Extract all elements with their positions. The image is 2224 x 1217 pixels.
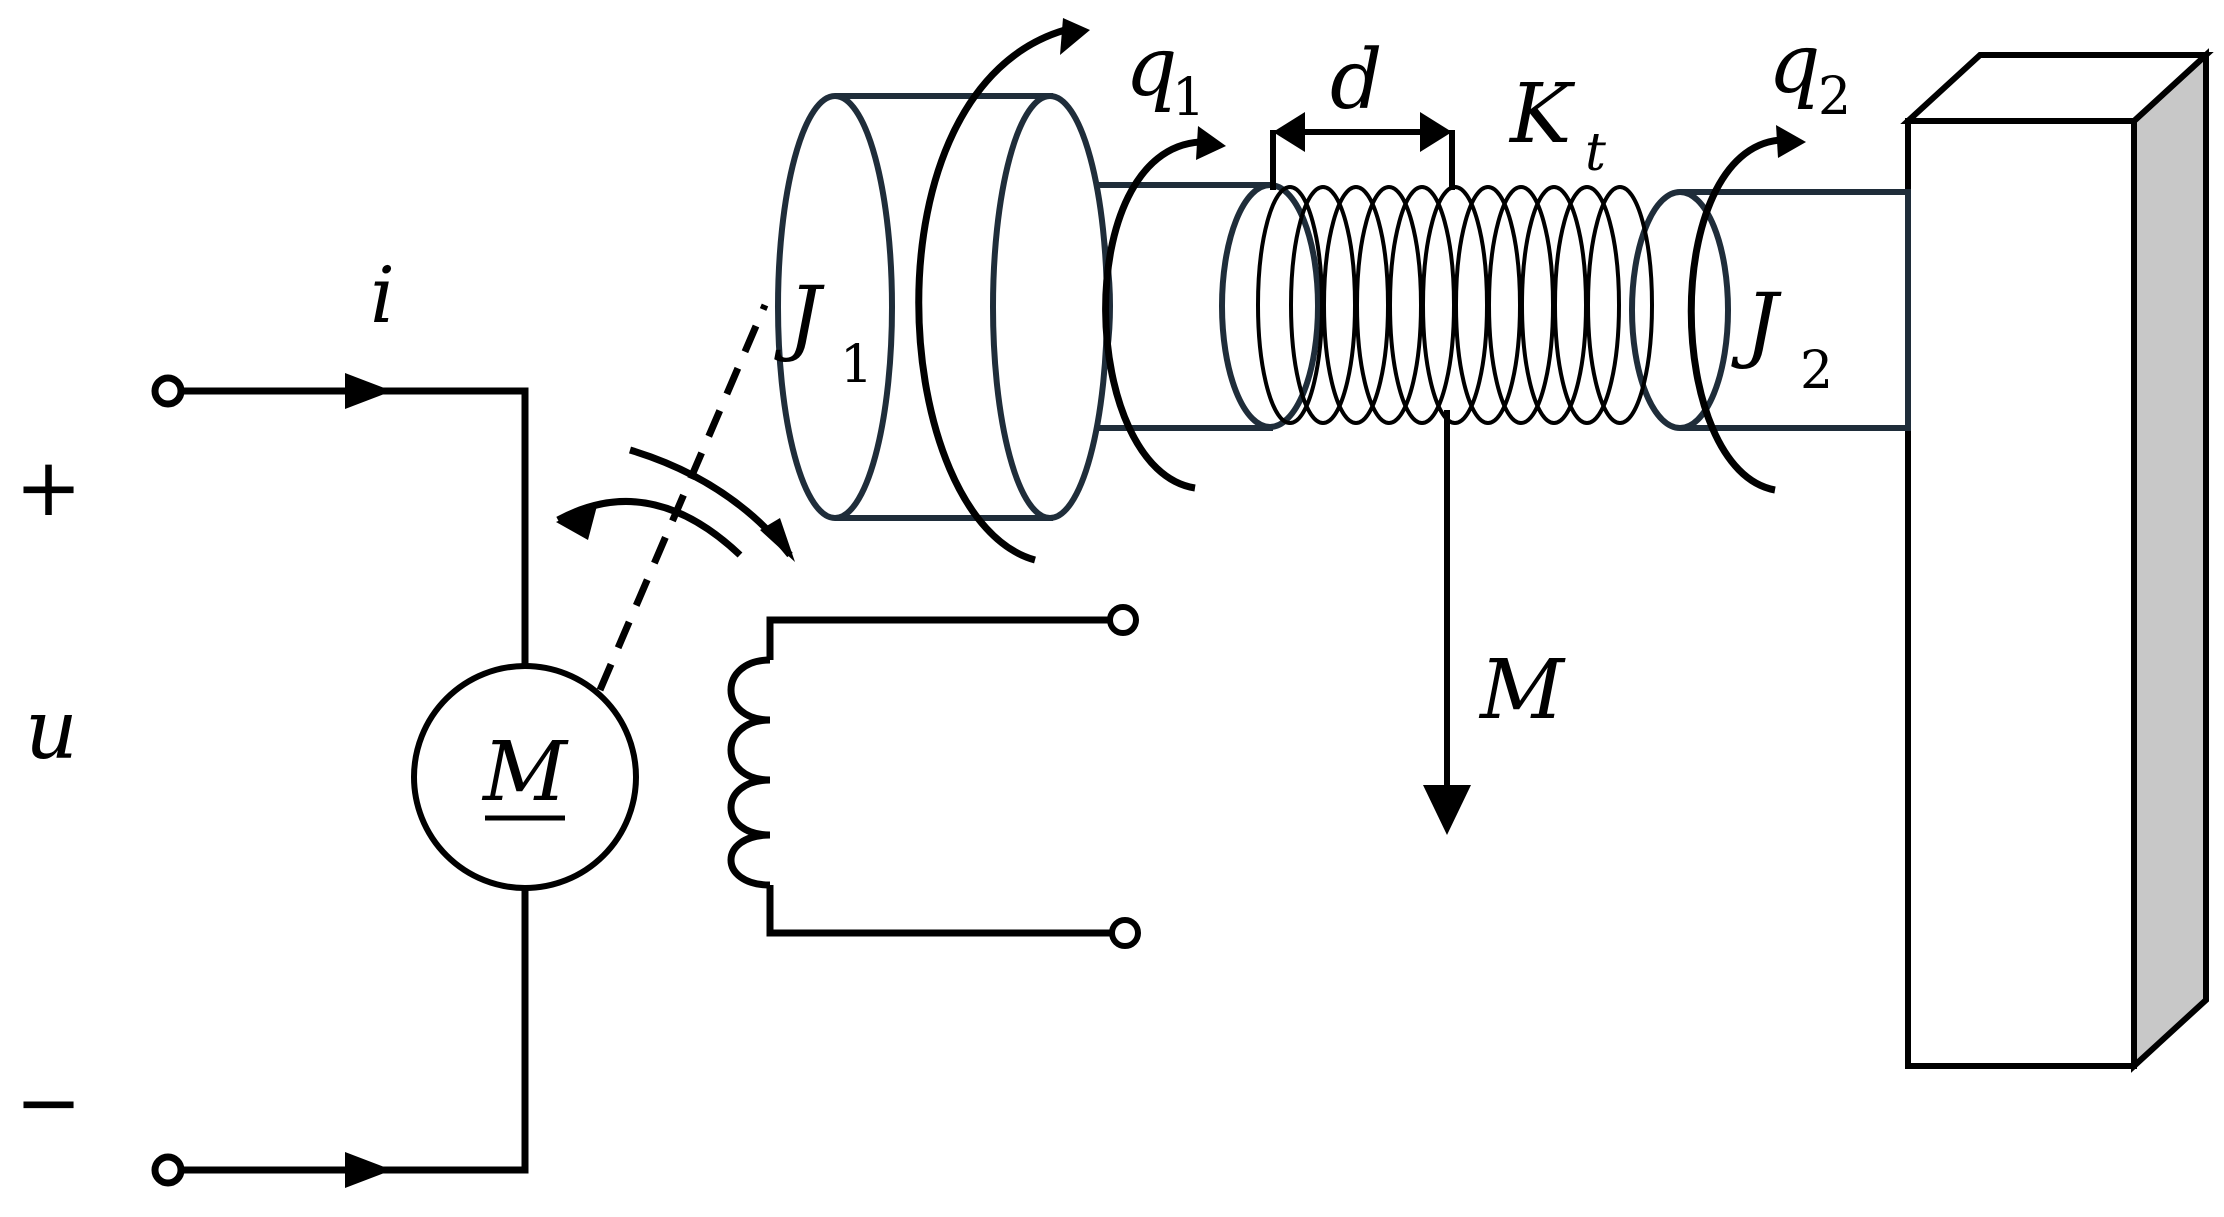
- inertia-disk-j1: [775, 93, 1110, 521]
- q1-label: q 1: [1125, 20, 1205, 128]
- q2-rotation-arrow: [1687, 136, 1781, 494]
- q2-rotation-arrow-head: [1776, 125, 1806, 158]
- bottom-terminal[interactable]: [151, 1153, 185, 1187]
- j2-sub: 2: [1800, 341, 1833, 401]
- q2-sub: 2: [1818, 67, 1851, 127]
- rotation-arrow-outer: [556, 498, 743, 558]
- q1-rotation-arrow: [1102, 138, 1201, 492]
- current-arrow-top: [345, 373, 392, 409]
- kt-base: K: [1508, 67, 1576, 162]
- minus-label: −: [15, 1056, 82, 1149]
- spring-coil: [1553, 185, 1621, 425]
- load-label: M: [1478, 643, 1566, 738]
- field-coil: [727, 616, 1112, 937]
- q1-sub: 1: [1172, 68, 1205, 128]
- coil-bottom-terminal[interactable]: [1109, 917, 1141, 949]
- wall-front-face: [1905, 118, 2137, 1069]
- motor-label: M: [481, 725, 569, 820]
- current-label: i: [370, 251, 395, 341]
- d-arrow-left: [1273, 112, 1305, 152]
- top-wire: [181, 387, 529, 665]
- torsion-spring: [1256, 185, 1654, 425]
- coupling-dashed-line: [596, 303, 769, 692]
- rotation-arrow-outer-head: [556, 502, 598, 540]
- plus-label: +: [15, 441, 82, 534]
- q2-label: q 2: [1768, 17, 1851, 127]
- circuit: [151, 374, 529, 1187]
- kt-sub: t: [1585, 123, 1606, 183]
- load-arrow-head: [1423, 785, 1471, 835]
- j1-sub: 1: [840, 335, 873, 395]
- kt-label: K t: [1508, 67, 1606, 183]
- d-dimension: [1270, 129, 1455, 190]
- coil-top-wire: [766, 616, 1110, 660]
- spring-coil: [1586, 185, 1654, 425]
- bottom-wire: [181, 890, 529, 1174]
- top-terminal[interactable]: [151, 374, 185, 408]
- coil-loops: [727, 656, 771, 889]
- wall-side-face: [2131, 48, 2209, 1073]
- q1-base: q: [1125, 20, 1178, 115]
- wall: [1900, 48, 2214, 1073]
- disk-rotation-arrow-head: [1060, 18, 1090, 55]
- shaft-right: [1629, 189, 1911, 431]
- d-label: d: [1330, 33, 1383, 128]
- voltage-label: u: [25, 683, 78, 778]
- motor-circle[interactable]: [411, 663, 639, 891]
- rotation-arrow-inner-head: [760, 518, 795, 562]
- q2-base: q: [1768, 17, 1821, 112]
- coil-top-terminal[interactable]: [1107, 604, 1139, 636]
- disk-rotation-arrow: [915, 26, 1066, 564]
- q1-rotation-arrow-head: [1196, 126, 1226, 160]
- current-arrow-bottom: [345, 1152, 392, 1188]
- d-arrow-right: [1420, 112, 1452, 152]
- coil-bottom-wire: [766, 885, 1112, 937]
